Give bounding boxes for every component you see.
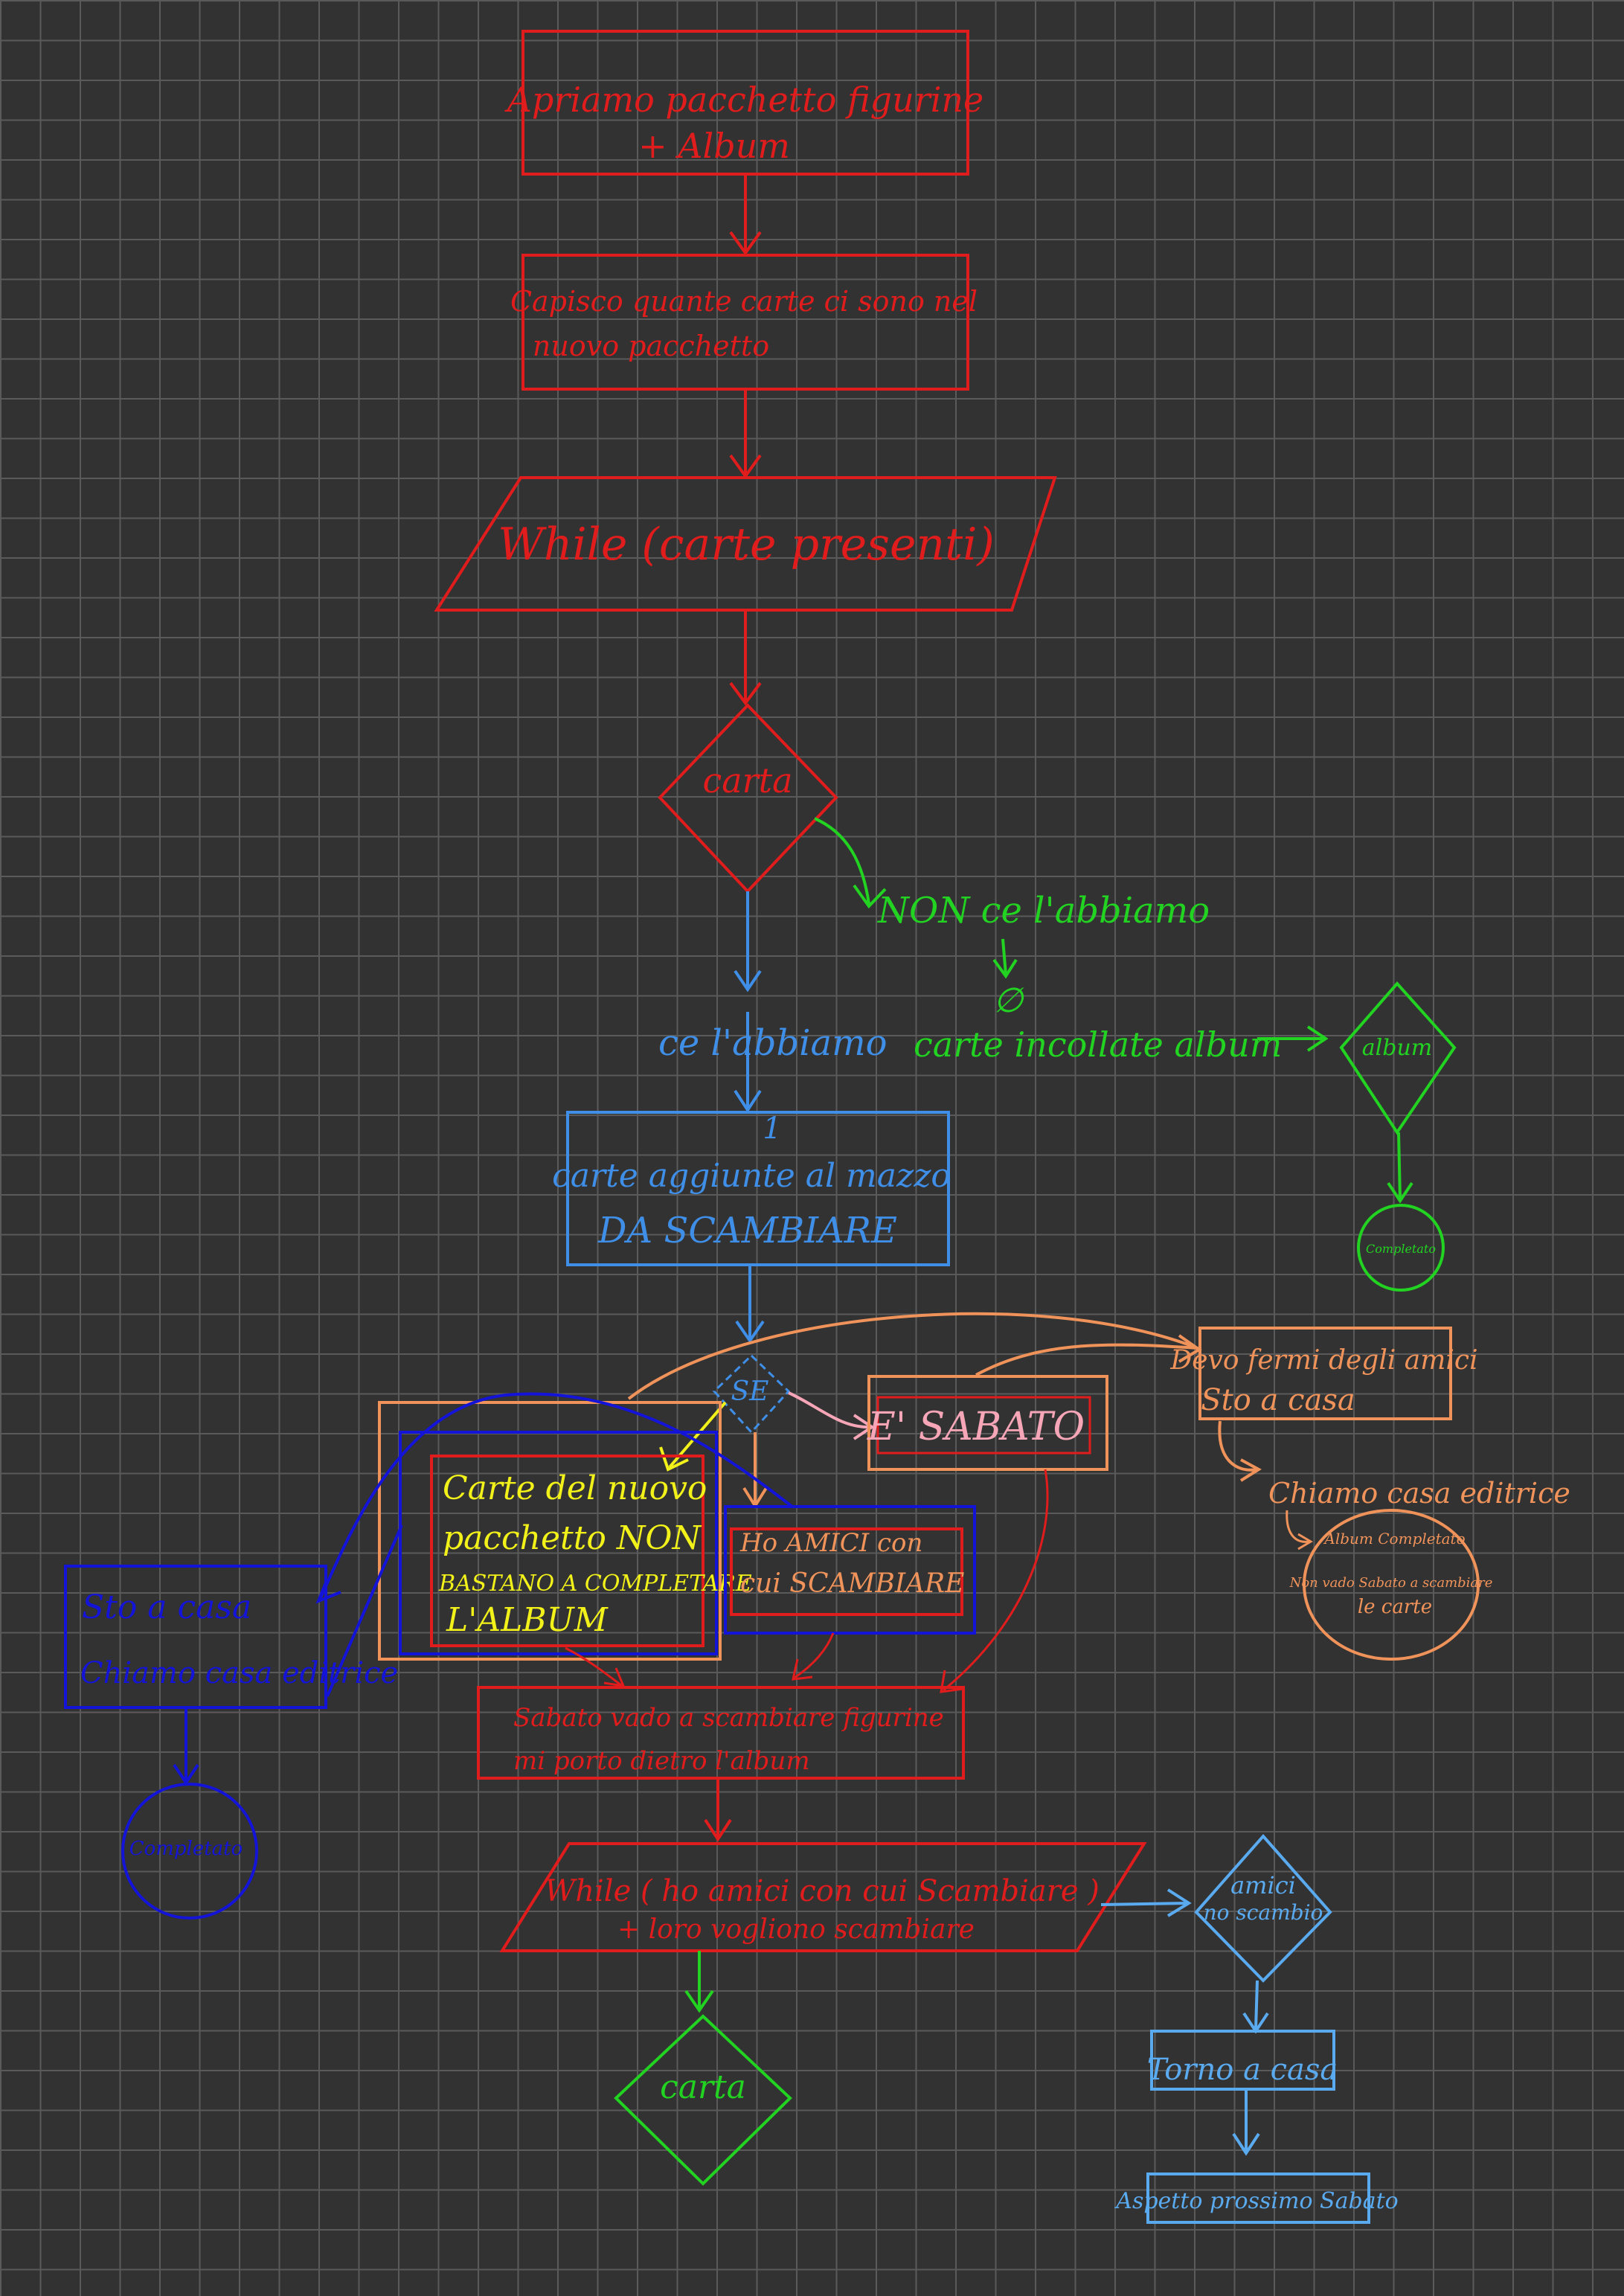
decision-card-2: carta (614, 2014, 792, 2186)
friends-away-text-2: Sto a casa (1201, 1383, 1355, 1417)
not-enough-text-2: pacchetto NON (443, 1519, 702, 1557)
album-circle-text-2: Non vado Sabato a scambiare (1289, 1575, 1493, 1591)
friends-away-box: Devo fermi degli amici Sto a casa (1169, 1327, 1478, 1420)
while-friends-text-1: While ( ho amici con cui Scambiare ) (545, 1874, 1100, 1908)
count-box-text-1: Capisco quante carte ci sono nel (510, 285, 978, 318)
arrow-decision-to-have (734, 891, 762, 993)
friends-away-text-1: Devo fermi degli amici (1169, 1345, 1477, 1376)
arrow-no-to-empty (992, 938, 1018, 979)
saturday-box: E' SABATO (867, 1375, 1108, 1471)
completed-blue-text: Completato (129, 1838, 243, 1860)
decision-card-text: carta (702, 760, 792, 801)
decision-card: carta (658, 703, 838, 894)
swap-text-2: DA SCAMBIARE (597, 1210, 897, 1251)
arrow-home-to-completed (173, 1707, 199, 1786)
decision-friends-text-1: amici (1230, 1871, 1296, 1899)
arrow-se-to-friends-away (627, 1312, 1202, 1400)
saturday-swap-box: Sabato vado a scambiare figurine mi port… (477, 1686, 965, 1780)
while-cards-parallelogram: While (carte presenti) (434, 476, 1057, 612)
arrow-glued-to-album (1257, 1025, 1329, 1052)
not-enough-text-3: BASTANO A COMPLETARE (438, 1571, 752, 1597)
arrow-count-to-while (729, 389, 762, 479)
start-box-text-1: Apriamo pacchetto figurine (504, 80, 984, 120)
have-label: ce l'abbiamo (658, 1022, 888, 1064)
arrow-friends-to-saturday-swap (792, 1632, 835, 1681)
wait-saturday-box: Aspetto prossimo Sabato (1114, 2172, 1399, 2224)
arrow-saturday-swap-to-while (704, 1778, 732, 1842)
completed-blue-circle: Completato (121, 1783, 258, 1920)
decision-friends-text-2: no scambio (1204, 1900, 1323, 1925)
arrow-have-to-swap (734, 1012, 762, 1113)
album-circle-text-3: le carte (1358, 1596, 1432, 1618)
arrow-publisher-to-album (1286, 1510, 1313, 1551)
not-enough-box: Carte del nuovo pacchetto NON BASTANO A … (378, 1401, 752, 1661)
home-box: Sto a casa Chiamo casa editrice (64, 1565, 398, 1709)
friends-text-2: cui SCAMBIARE (740, 1568, 964, 1599)
decision-card-2-text: carta (660, 2068, 746, 2106)
arrow-se-to-friends (742, 1432, 768, 1509)
while-friends-parallelogram: While ( ho amici con cui Scambiare ) + l… (499, 1842, 1147, 1952)
friends-text-1: Ho AMICI con (739, 1528, 922, 1558)
swap-number: 1 (763, 1112, 781, 1146)
arrow-start-to-count (729, 174, 762, 256)
no-have-label: NON ce l'abbiamo (877, 890, 1210, 931)
line-not-enough-to-home (326, 1524, 403, 1697)
decision-friends: amici no scambio (1194, 1833, 1332, 1983)
saturday-swap-text-2: mi porto dietro l'album (513, 1746, 810, 1776)
arrow-se-to-saturday (788, 1391, 875, 1440)
home-text-2: Chiamo casa editrice (80, 1656, 398, 1690)
album-completed-circle: Album Completato Non vado Sabato a scamb… (1289, 1509, 1493, 1661)
arrow-home-to-wait (1232, 2089, 1260, 2156)
decision-album-text: album (1362, 1035, 1432, 1061)
count-box: Capisco quante carte ci sono nel nuovo p… (510, 254, 978, 391)
count-box-text-2: nuovo pacchetto (533, 330, 769, 362)
saturday-text: E' SABATO (867, 1405, 1085, 1449)
arrow-saturday-to-saturday-swap (940, 1469, 1049, 1693)
call-publisher-label: Chiamo casa editrice (1268, 1477, 1570, 1510)
arrow-while-to-card (684, 1951, 714, 2013)
back-home-box: Torno a casa (1147, 2030, 1338, 2091)
album-circle-text-1: Album Completato (1323, 1530, 1465, 1548)
arrow-friends-decision-to-home (1242, 1980, 1269, 2034)
glued-album-label: carte incollate album (914, 1024, 1282, 1065)
swap-box: 1 carte aggiunte al mazzo DA SCAMBIARE (552, 1111, 951, 1266)
back-home-text: Torno a casa (1147, 2053, 1338, 2087)
while-friends-text-2: + loro vogliono scambiare (617, 1914, 975, 1945)
decision-se: SE (712, 1353, 791, 1434)
friends-box: Ho AMICI con cui SCAMBIARE (724, 1505, 976, 1635)
arrow-swap-to-se (735, 1265, 765, 1344)
arrow-saturday-to-friends-away (975, 1343, 1198, 1376)
swap-text-1: carte aggiunte al mazzo (552, 1157, 951, 1195)
arrow-decision-to-no (814, 817, 887, 909)
arrow-album-to-completed (1387, 1132, 1413, 1204)
arrow-while-to-friends-decision (1100, 1888, 1192, 1917)
while-cards-text: While (carte presenti) (498, 519, 995, 571)
saturday-swap-text-1: Sabato vado a scambiare figurine (513, 1703, 944, 1733)
not-enough-text-4: L'ALBUM (446, 1601, 609, 1639)
home-text-1: Sto a casa (82, 1588, 251, 1626)
completed-green-text: Completato (1366, 1242, 1436, 1256)
decision-album: album (1339, 981, 1457, 1135)
empty-set-symbol: ∅ (993, 980, 1024, 1020)
start-box: Apriamo pacchetto figurine + Album (504, 30, 984, 176)
decision-se-text: SE (731, 1376, 769, 1407)
arrow-friends-away-to-publisher (1218, 1420, 1262, 1482)
wait-saturday-text: Aspetto prossimo Sabato (1114, 2188, 1398, 2214)
completed-green-circle: Completato (1357, 1204, 1445, 1292)
start-box-text-2: + Album (638, 126, 790, 166)
arrow-while-to-decision (729, 610, 762, 706)
not-enough-text-1: Carte del nuovo (443, 1469, 707, 1507)
